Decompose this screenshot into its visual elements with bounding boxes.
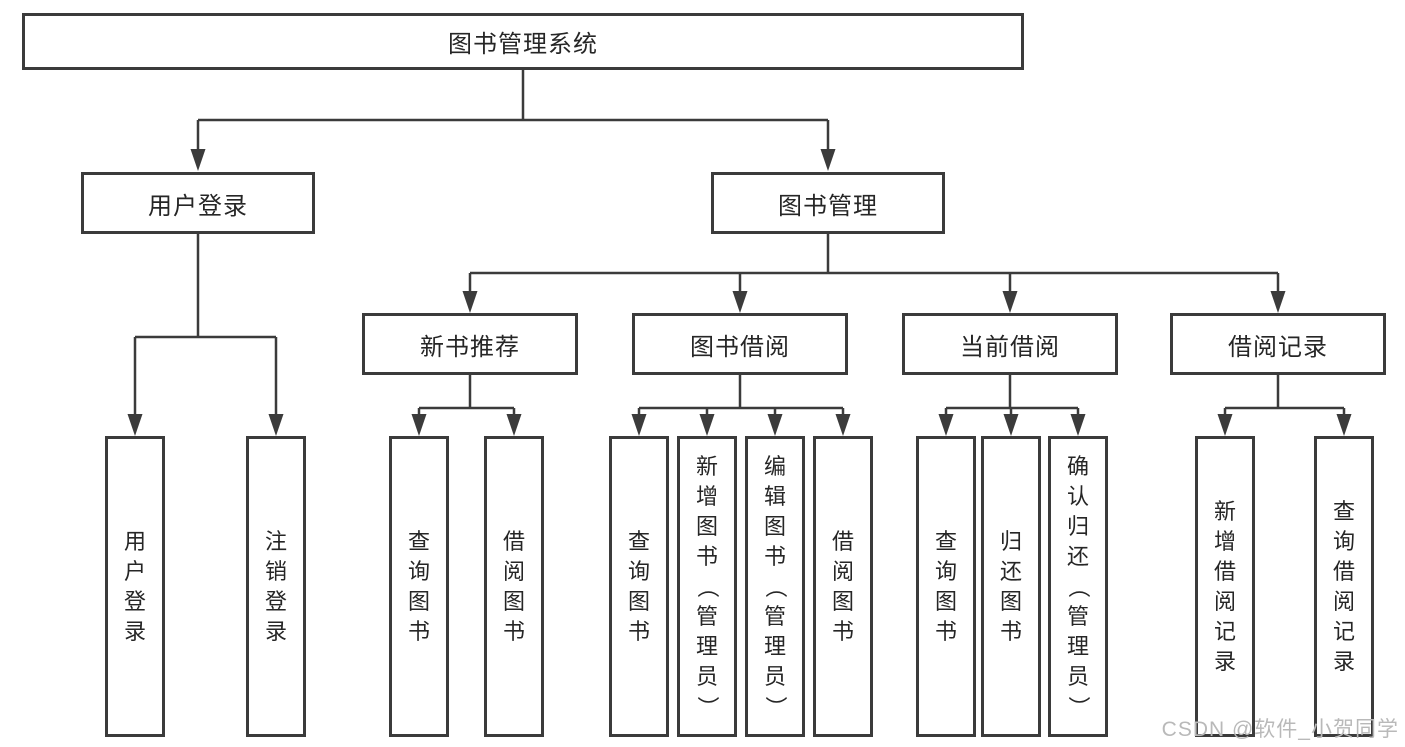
leaf-edit-book-admin-label: 编辑图书（管理员）: [762, 453, 788, 718]
leaf-add-borrow-record-label: 新增借阅记录: [1213, 498, 1236, 674]
branch-book-borrow-label: 图书借阅: [690, 333, 790, 361]
leaf-logout-label: 注销登录: [264, 528, 287, 644]
leaf-user-login: 用户登录: [105, 436, 165, 737]
branch-new-book-recommend: 新书推荐: [362, 313, 578, 375]
leaf-return-books: 归还图书: [981, 436, 1041, 737]
csdn-watermark: CSDN @软件_小贺同学: [1161, 718, 1399, 741]
leaf-query-books-recommend-label: 查询图书: [407, 528, 430, 644]
branch-new-book-recommend-label: 新书推荐: [420, 333, 520, 361]
branch-current-borrow: 当前借阅: [902, 313, 1118, 375]
leaf-borrow-books-label: 借阅图书: [831, 528, 854, 644]
arrowhead-icons: [127, 149, 1352, 436]
branch-user-login: 用户登录: [81, 172, 315, 234]
branch-book-borrow: 图书借阅: [632, 313, 848, 375]
leaf-query-books-borrow: 查询图书: [609, 436, 669, 737]
leaf-add-book-admin-label: 新增图书（管理员）: [694, 453, 720, 718]
leaf-borrow-books: 借阅图书: [813, 436, 873, 737]
root-node-label: 图书管理系统: [448, 31, 598, 58]
leaf-return-books-label: 归还图书: [999, 528, 1022, 644]
leaf-query-borrow-record: 查询借阅记录: [1314, 436, 1374, 737]
branch-borrow-records: 借阅记录: [1170, 313, 1386, 375]
leaf-confirm-return-admin-label: 确认归还（管理员）: [1065, 453, 1091, 718]
leaf-confirm-return-admin: 确认归还（管理员）: [1048, 436, 1108, 737]
branch-book-management-label: 图书管理: [778, 192, 878, 220]
leaf-edit-book-admin: 编辑图书（管理员）: [745, 436, 805, 737]
leaf-add-borrow-record: 新增借阅记录: [1195, 436, 1255, 737]
leaf-borrow-books-recommend: 借阅图书: [484, 436, 544, 737]
branch-book-management: 图书管理: [711, 172, 945, 234]
leaf-user-login-label: 用户登录: [123, 528, 146, 644]
leaf-query-books-current: 查询图书: [916, 436, 976, 737]
branch-user-login-label: 用户登录: [148, 192, 248, 220]
leaf-query-books-borrow-label: 查询图书: [627, 528, 650, 644]
leaf-borrow-books-recommend-label: 借阅图书: [502, 528, 525, 644]
branch-borrow-records-label: 借阅记录: [1228, 333, 1328, 361]
branch-current-borrow-label: 当前借阅: [960, 333, 1060, 361]
leaf-logout: 注销登录: [246, 436, 306, 737]
leaf-query-books-current-label: 查询图书: [934, 528, 957, 644]
leaf-query-books-recommend: 查询图书: [389, 436, 449, 737]
leaf-add-book-admin: 新增图书（管理员）: [677, 436, 737, 737]
leaf-query-borrow-record-label: 查询借阅记录: [1332, 498, 1355, 674]
root-node: 图书管理系统: [22, 13, 1024, 70]
